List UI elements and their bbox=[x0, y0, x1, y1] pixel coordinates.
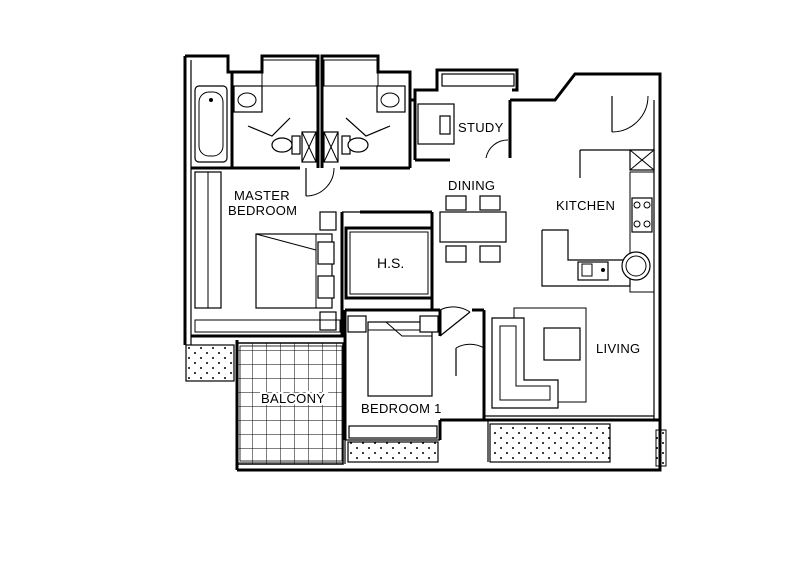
label-study: STUDY bbox=[458, 120, 504, 135]
label-master-line1: MASTER bbox=[234, 188, 290, 203]
interior-walls bbox=[191, 60, 660, 441]
dining-furniture bbox=[439, 195, 507, 263]
balcony bbox=[236, 336, 346, 465]
label-bedroom1: BEDROOM 1 bbox=[361, 401, 442, 416]
label-balcony: BALCONY bbox=[261, 391, 325, 406]
label-master-line2: BEDROOM bbox=[228, 203, 297, 218]
label-living: LIVING bbox=[596, 341, 640, 356]
study-furniture bbox=[417, 73, 515, 145]
doors bbox=[247, 95, 649, 376]
bath-fixtures bbox=[194, 59, 406, 163]
master-bed-furniture bbox=[194, 171, 341, 333]
kitchen-furniture bbox=[541, 149, 655, 293]
label-hs: H.S. bbox=[377, 255, 404, 271]
planters bbox=[185, 344, 667, 467]
label-kitchen: KITCHEN bbox=[556, 198, 615, 213]
label-dining: DINING bbox=[448, 178, 495, 193]
hs-room bbox=[349, 231, 429, 295]
bedroom1-furniture bbox=[347, 315, 439, 439]
living-furniture bbox=[491, 307, 587, 409]
